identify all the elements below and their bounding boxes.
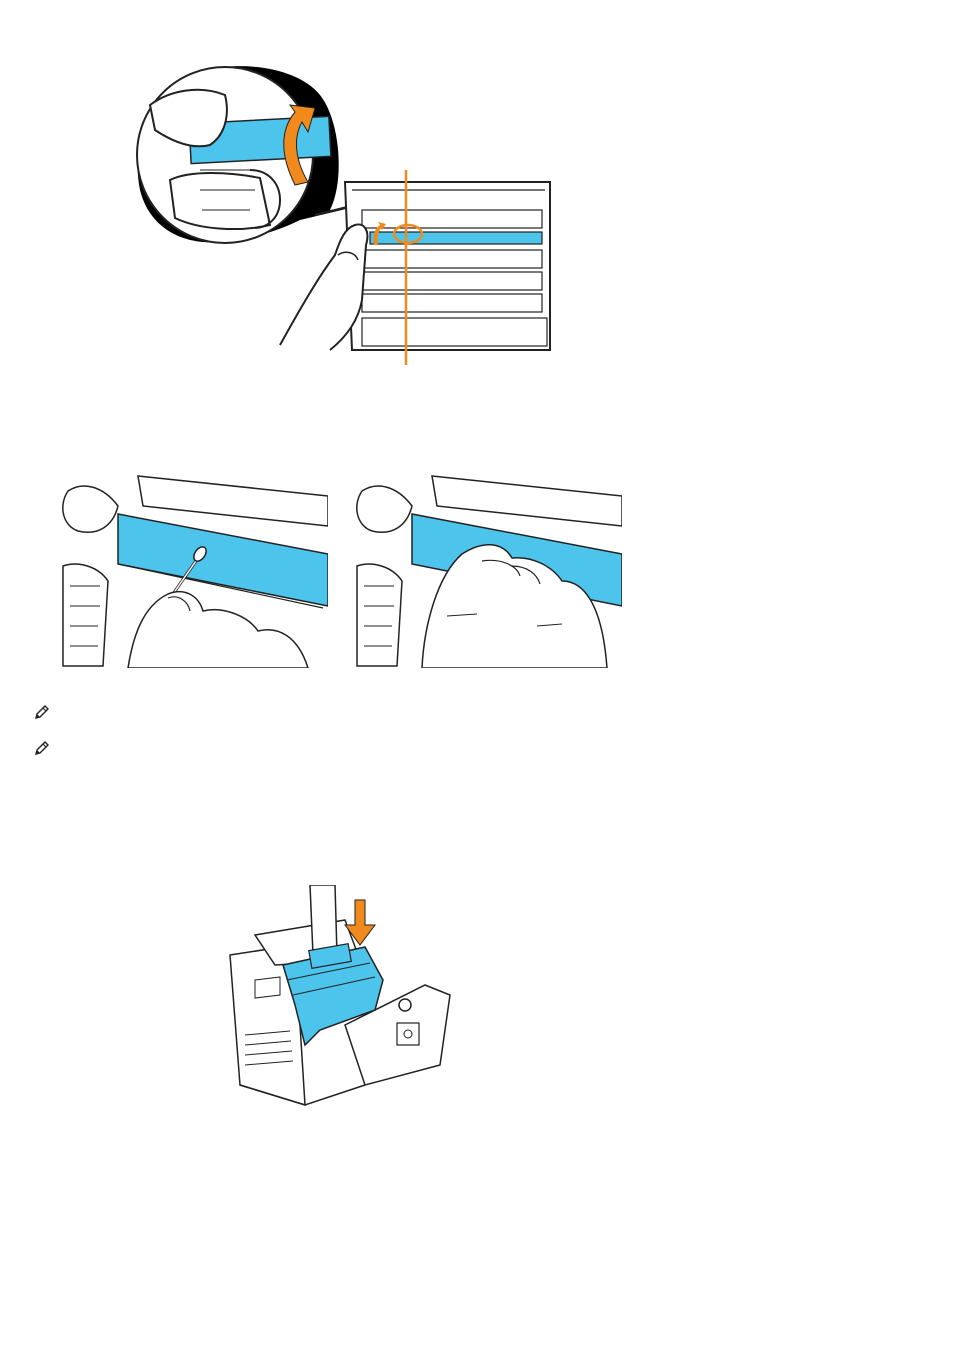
note-pencil-icon bbox=[33, 703, 51, 721]
note-pencil-icon bbox=[33, 739, 51, 757]
figure-insert-drum-cartridge bbox=[225, 885, 455, 1115]
figure-transfer-roller-lever bbox=[130, 60, 560, 370]
figure-finger-cleaning bbox=[352, 466, 622, 668]
figure-swab-cleaning bbox=[58, 466, 328, 668]
